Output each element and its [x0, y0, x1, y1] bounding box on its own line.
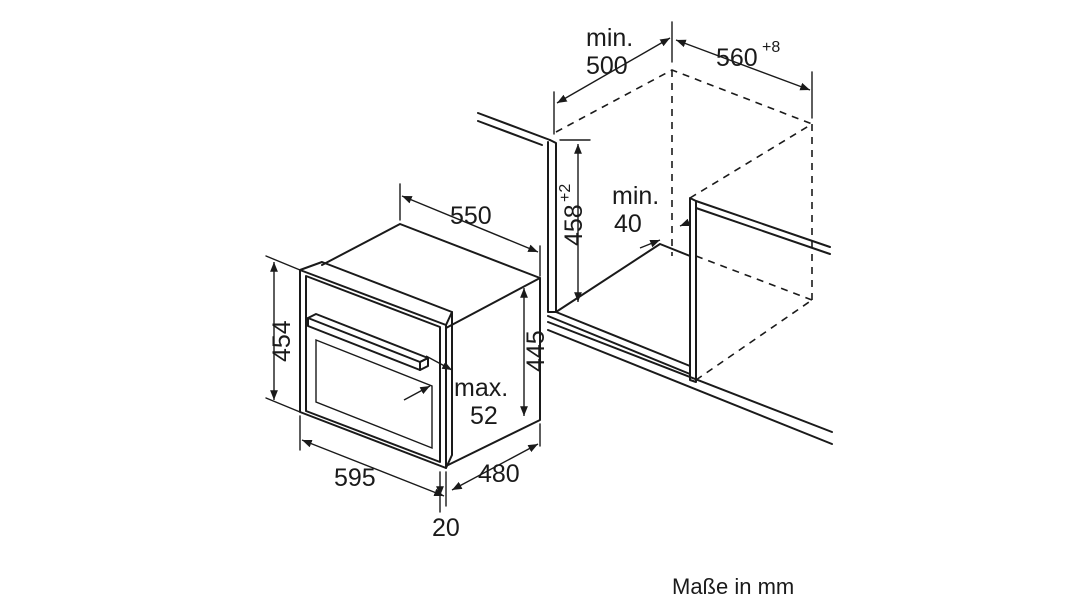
ext-line: [265, 255, 301, 271]
floor-front-bottom: [547, 315, 691, 375]
dim-line-595: [301, 439, 445, 497]
label-max-52-line2: 52: [470, 402, 498, 430]
cabinet-dimensions: [553, 21, 813, 302]
niche-floor-right: [695, 255, 813, 301]
cabinet-niche: [477, 69, 833, 445]
label-min-40-line2: 40: [614, 210, 642, 238]
label-20: 20: [432, 514, 460, 542]
oven-handle-end: [419, 357, 429, 371]
floor-back: [555, 243, 691, 313]
floor-plinth-bottom: [547, 329, 833, 445]
oven-handle-top: [307, 313, 429, 363]
dim-arrow-40b: [639, 239, 661, 249]
dim-arrow-52b: [403, 385, 431, 401]
right-wall: [689, 197, 697, 383]
left-wall: [547, 139, 557, 313]
label-445-group: 445: [522, 330, 550, 372]
label-595: 595: [334, 464, 376, 492]
label-454: 454: [268, 320, 296, 362]
dim-line-500: [556, 37, 671, 104]
niche-top-right: [689, 123, 813, 199]
dim-arrow-52a: [425, 355, 453, 371]
label-min-500-line2: 500: [586, 52, 628, 80]
label-550: 550: [450, 202, 492, 230]
dim-line-560: [675, 39, 811, 91]
left-rail: [477, 112, 551, 141]
dim-line-480: [451, 443, 539, 491]
label-458-tolerance: +2: [557, 184, 574, 202]
left-rail-inner: [477, 120, 543, 146]
right-rail: [695, 200, 831, 248]
label-560-tolerance: +8: [762, 39, 780, 56]
label-480: 480: [478, 460, 520, 488]
dim-line-550: [401, 195, 539, 253]
ext-line: [265, 397, 301, 413]
label-min-500-line1: min.: [586, 24, 633, 52]
label-458: 458: [560, 204, 588, 246]
oven-appliance: [299, 223, 541, 469]
floor-front-top: [555, 311, 691, 367]
right-rail-inner: [695, 207, 831, 255]
dim-arrow-40a: [679, 218, 691, 227]
label-max-52-line1: max.: [454, 374, 508, 402]
label-458-group: 458 +2: [557, 184, 588, 246]
label-min-40-line1: min.: [612, 182, 659, 210]
niche-bottom-right: [695, 299, 813, 381]
label-560: 560: [716, 44, 758, 72]
oven-front-top-edge: [299, 261, 453, 326]
label-445: 445: [522, 330, 550, 372]
dimension-labels: 560 +8 min. 500 458 +2 min. 40 550 454 4…: [268, 24, 794, 599]
label-454-group: 454: [268, 320, 296, 362]
units-caption: Maße in mm: [672, 574, 794, 599]
appliance-dimensions: [265, 183, 541, 513]
oven-body-top-front: [445, 277, 541, 329]
